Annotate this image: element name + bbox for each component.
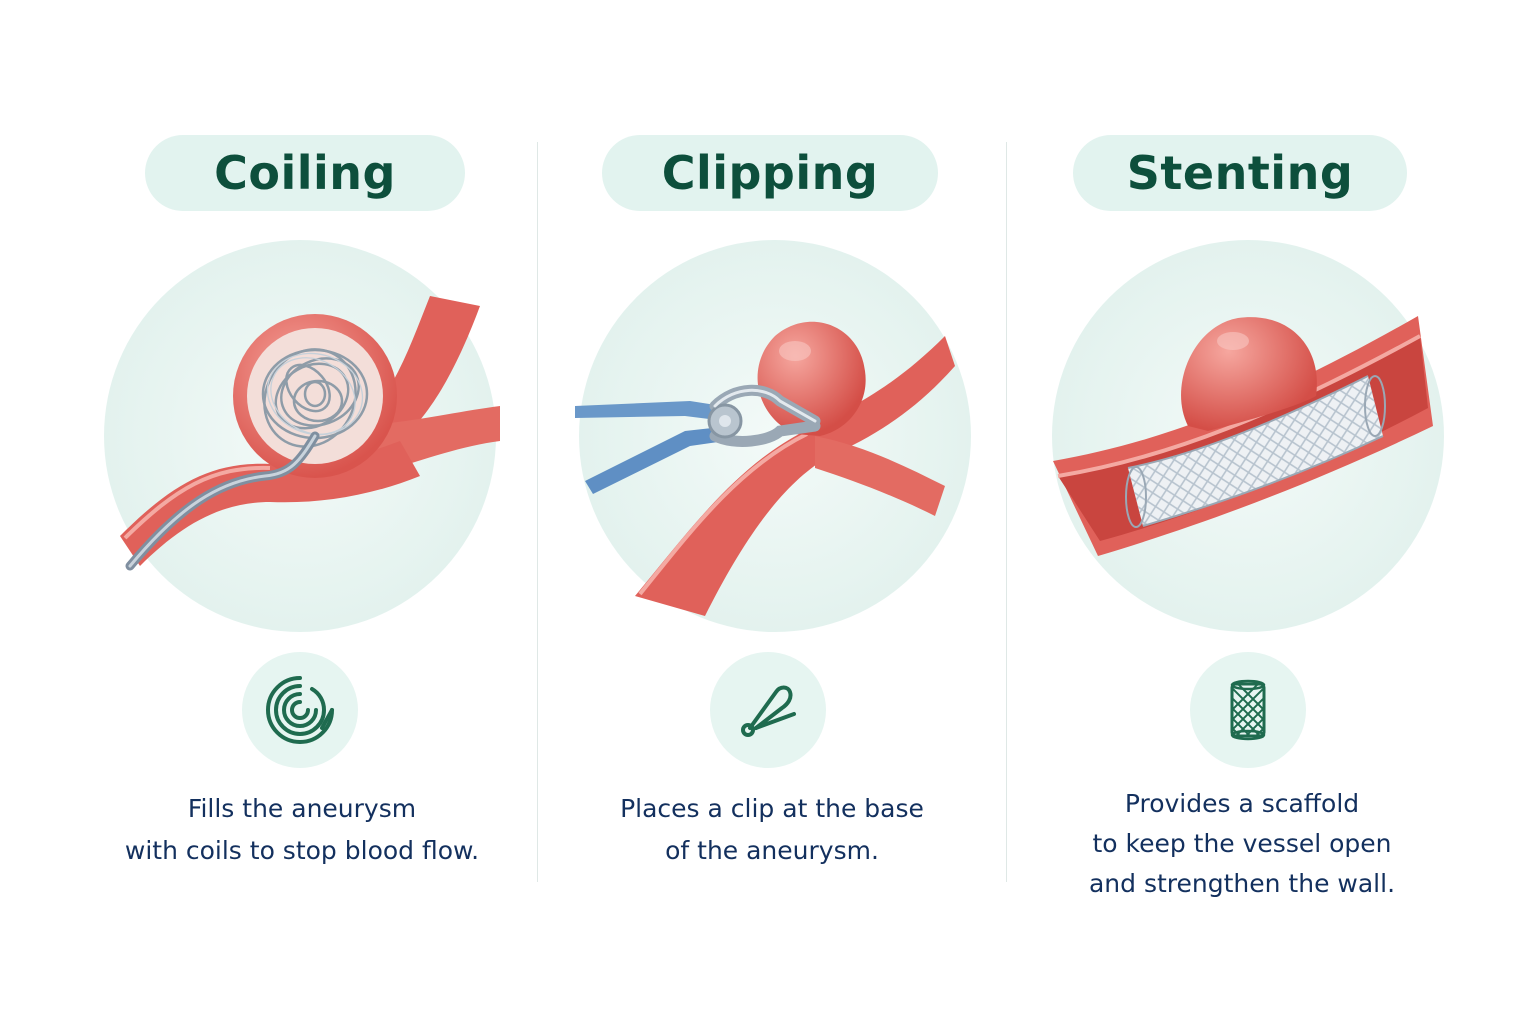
- panel-divider: [1006, 142, 1007, 882]
- coil-icon: [242, 652, 358, 768]
- vessel: [635, 336, 955, 616]
- panel-title: Clipping: [661, 146, 879, 200]
- description-line: of the aneurysm.: [665, 836, 879, 865]
- panel-title-pill: Coiling: [145, 135, 465, 211]
- panel-stenting: Stenting: [1010, 0, 1474, 1024]
- description-line: Places a clip at the base: [620, 794, 924, 823]
- clip-applier-arm: [585, 426, 730, 494]
- stent-icon: [1190, 652, 1306, 768]
- panel-title-pill: Clipping: [602, 135, 938, 211]
- stenting-illustration: [1048, 236, 1448, 636]
- vessel-branch: [815, 436, 945, 516]
- panel-title: Stenting: [1126, 146, 1354, 200]
- clipping-illustration: [575, 236, 975, 636]
- panel-title: Coiling: [214, 146, 396, 200]
- description-line: with coils to stop blood flow.: [124, 836, 480, 865]
- clip-icon: [710, 652, 826, 768]
- aneurysm-clip: [707, 384, 821, 447]
- panel-description: Fills the aneurysm with coils to stop bl…: [70, 788, 534, 872]
- panel-description: Provides a scaffold to keep the vessel o…: [1010, 784, 1474, 904]
- stent: [1125, 375, 1386, 528]
- description-line: and strengthen the wall.: [1088, 869, 1396, 898]
- description-line: Fills the aneurysm: [187, 794, 417, 823]
- panel-title-pill: Stenting: [1073, 135, 1407, 211]
- panel-divider: [537, 142, 538, 882]
- panel-coiling: Coiling: [70, 0, 534, 1024]
- description-line: Provides a scaffold: [1124, 789, 1360, 818]
- panel-description: Places a clip at the base of the aneurys…: [540, 788, 1004, 872]
- aneurysm-sac: [1181, 317, 1317, 431]
- clip-applier-arm: [575, 401, 735, 421]
- panel-clipping: Clipping: [540, 0, 1004, 1024]
- coiling-illustration: [100, 236, 500, 636]
- description-line: to keep the vessel open: [1092, 829, 1392, 858]
